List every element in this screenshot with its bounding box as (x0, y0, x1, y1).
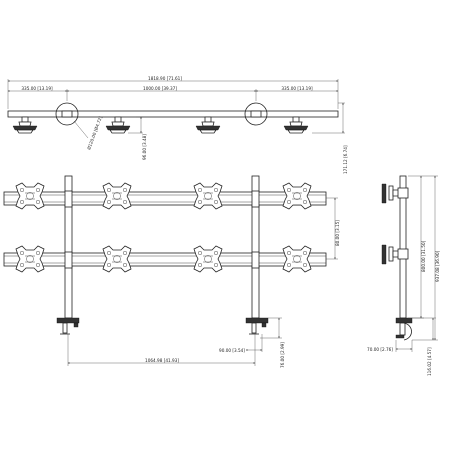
base-height-label: 116.02 [4.57] (427, 347, 432, 376)
side-base-clamp (395, 317, 413, 341)
side-view: 800.00 [31.50] 937.08 [36.90] 70.00 [2.7… (367, 175, 440, 376)
lower-rail (3, 252, 327, 267)
center-span-label: 1000.00 [39.37] (143, 86, 177, 91)
mount-plate-upper-2 (102, 182, 132, 210)
mount-plate-lower-1 (15, 245, 45, 273)
left-clamp (56, 317, 80, 335)
upper-height-label: 800.00 [31.50] (421, 240, 426, 272)
mount-plate-upper-1 (15, 182, 45, 210)
top-view-bar (7, 110, 339, 118)
right-pivot-circle (244, 102, 268, 126)
mount-drop-label: 96.00 [3.48] (142, 134, 147, 160)
front-view: 80.00 [3.15] 76.00 [2.99] 90.00 [3.54] 1… (3, 175, 340, 368)
top-mount-2 (105, 116, 131, 134)
top-mount-3 (195, 116, 221, 134)
top-mount-1 (12, 116, 38, 134)
clamp-depth-label: 76.00 [2.99] (280, 342, 285, 368)
base-depth-label: 70.00 [2.76] (367, 347, 393, 352)
side-mount-lower (381, 244, 409, 265)
mount-plate-upper-4 (282, 182, 312, 210)
left-overhang-label: 335.00 [13.19] (21, 86, 53, 91)
right-clamp (245, 317, 269, 335)
mount-plate-lower-3 (193, 245, 223, 273)
top-depth-label: 171.12 [6.74] (343, 145, 348, 174)
mount-plate-lower-2 (102, 245, 132, 273)
top-mount-4 (283, 116, 309, 134)
bar-spacing-label: 80.00 [3.15] (335, 220, 340, 246)
clamp-offset-label: 90.00 [3.54] (219, 348, 245, 353)
pole-spacing-label: 1064.98 [41.93] (145, 358, 179, 363)
mount-plate-upper-3 (193, 182, 223, 210)
overall-width-label: 1818.90 [71.61] (148, 76, 182, 81)
pivot-radius-label: Ø120.00 [Ø4.72] (86, 115, 103, 150)
left-pivot-circle (55, 102, 79, 126)
side-mount-upper (381, 183, 409, 204)
top-view: 1818.90 [71.61] 335.00 [13.19] 1000.00 [… (7, 76, 348, 174)
total-height-label: 937.08 [36.90] (435, 250, 440, 282)
mount-plate-lower-4 (282, 245, 312, 273)
upper-rail (3, 191, 327, 206)
right-overhang-label: 335.00 [13.19] (281, 86, 313, 91)
